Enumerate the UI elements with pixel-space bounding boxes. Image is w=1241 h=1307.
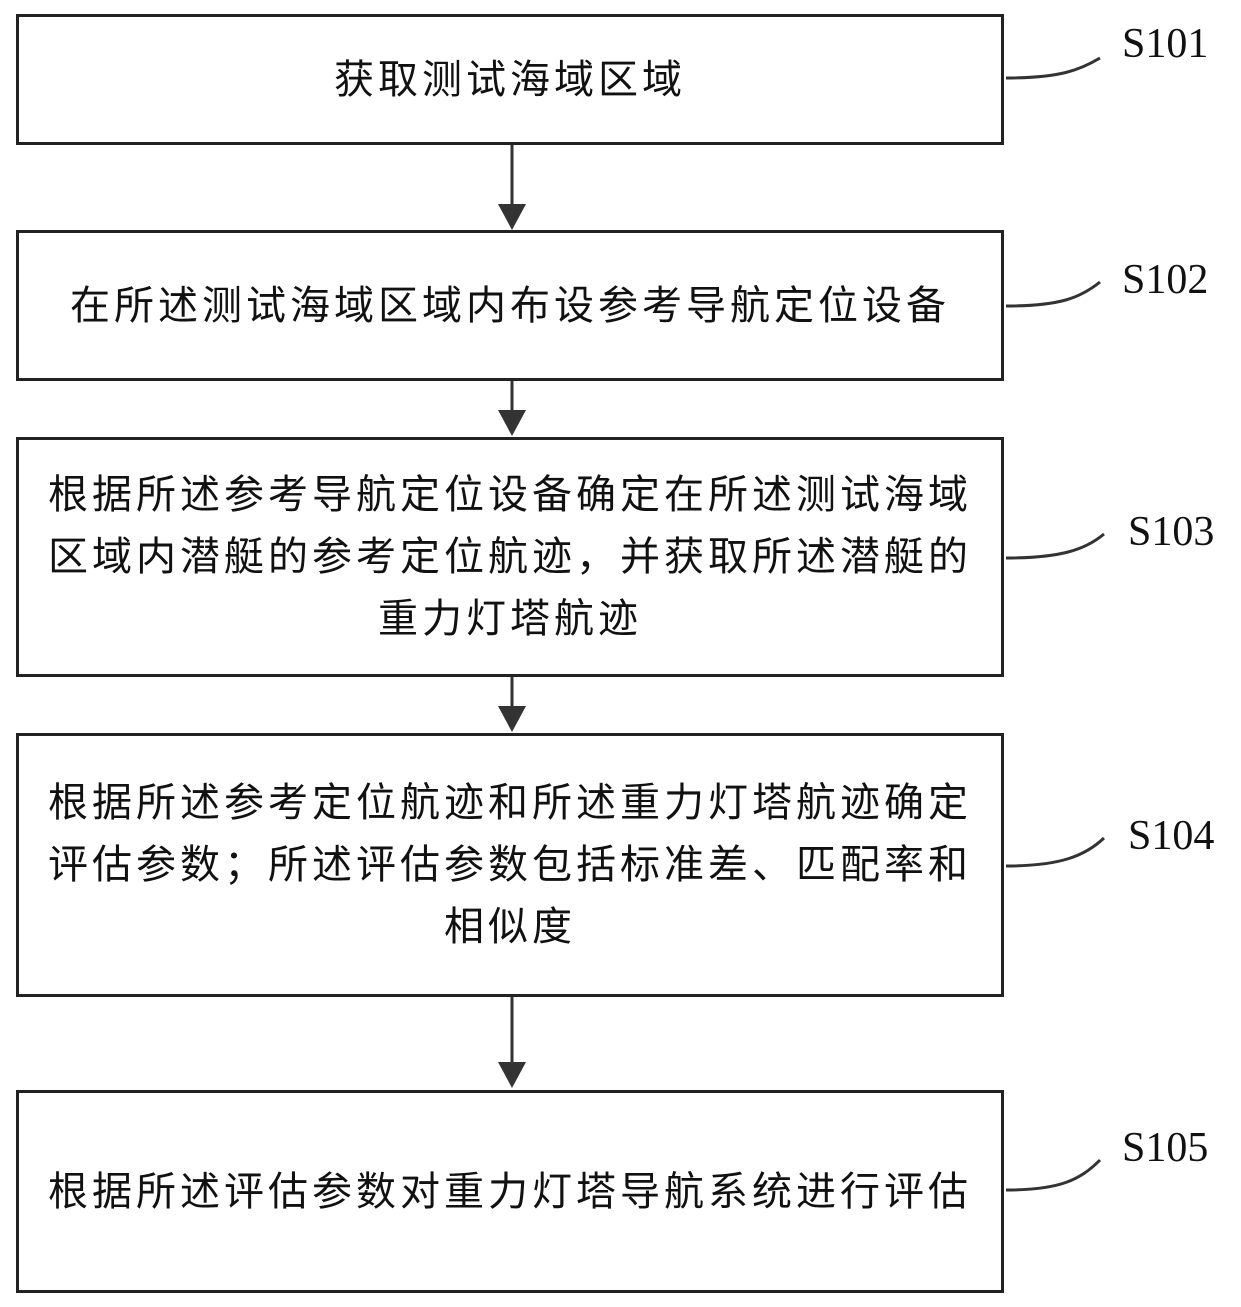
arrow-head xyxy=(498,1062,526,1088)
step-label-s103: S103 xyxy=(1128,509,1215,555)
arrow-s103-s104 xyxy=(498,676,526,732)
leader-line-s101 xyxy=(1005,56,1101,80)
arrow-head xyxy=(498,706,526,732)
arrow-s102-s103 xyxy=(498,380,526,436)
step-label-s105: S105 xyxy=(1122,1125,1209,1171)
leader-line-s103 xyxy=(1005,532,1105,560)
step-box-s105: 根据所述评估参数对重力灯塔导航系统进行评估 xyxy=(16,1090,1004,1293)
step-label-s101: S101 xyxy=(1122,21,1209,67)
step-text-s105: 根据所述评估参数对重力灯塔导航系统进行评估 xyxy=(48,1168,972,1215)
arrow-s101-s102 xyxy=(498,144,526,230)
step-text-s103: 根据所述参考导航定位设备确定在所述测试海域区域内潜艇的参考定位航迹，并获取所述潜… xyxy=(48,472,972,642)
step-text-s102: 在所述测试海域区域内布设参考导航定位设备 xyxy=(70,282,950,329)
step-box-s102: 在所述测试海域区域内布设参考导航定位设备 xyxy=(16,230,1004,381)
leader-line-s105 xyxy=(1005,1158,1102,1192)
step-text-s101: 获取测试海域区域 xyxy=(334,56,686,103)
leader-line-s104 xyxy=(1005,836,1106,868)
step-box-s103: 根据所述参考导航定位设备确定在所述测试海域区域内潜艇的参考定位航迹，并获取所述潜… xyxy=(16,437,1004,677)
step-box-s104: 根据所述参考定位航迹和所述重力灯塔航迹确定评估参数；所述评估参数包括标准差、匹配… xyxy=(16,733,1004,997)
arrow-head xyxy=(498,410,526,436)
leader-line-s102 xyxy=(1005,280,1101,308)
step-label-s104: S104 xyxy=(1128,813,1215,859)
step-text-s104: 根据所述参考定位航迹和所述重力灯塔航迹确定评估参数；所述评估参数包括标准差、匹配… xyxy=(48,780,972,950)
step-box-s101: 获取测试海域区域 xyxy=(16,14,1004,145)
step-label-s102: S102 xyxy=(1122,257,1209,303)
arrow-head xyxy=(498,204,526,230)
arrow-s104-s105 xyxy=(498,996,526,1088)
